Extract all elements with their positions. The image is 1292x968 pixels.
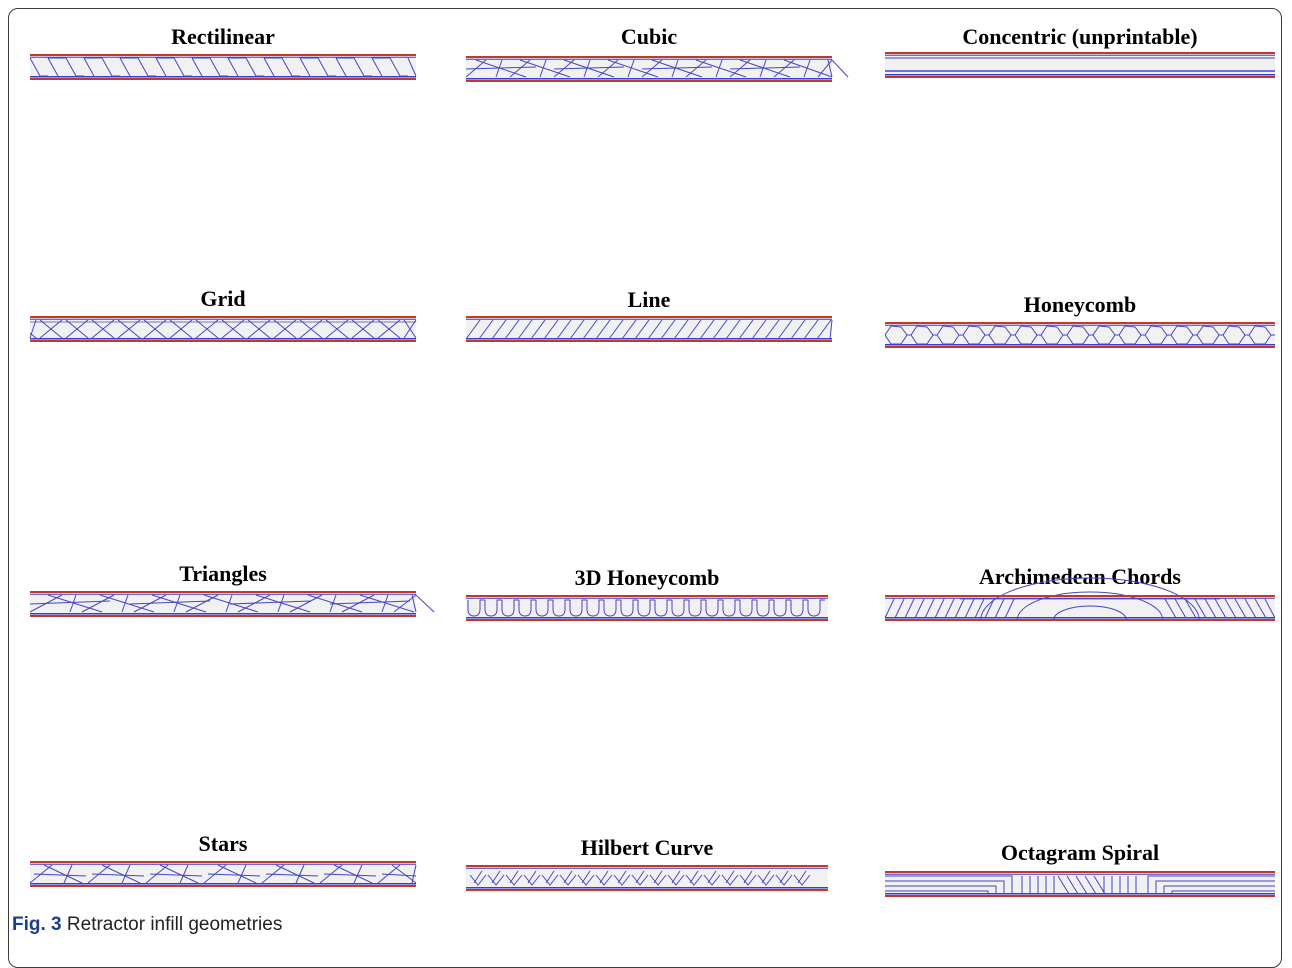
panel-title-concentric: Concentric (unprintable) [962,24,1197,49]
concentric-infill-pattern [885,57,1275,72]
octagram-spiral-infill-pattern [885,875,1275,895]
panel-title-honeycomb-3d: 3D Honeycomb [575,565,720,590]
figure-caption: Fig. 3 Retractor infill geometries [12,914,282,936]
strip-background [30,55,416,79]
panel-title-cubic: Cubic [621,24,677,49]
honeycomb-3d-infill-pattern [467,599,825,617]
triangles-infill-pattern [29,594,435,613]
infill-panel-hilbert-curve: Hilbert Curve [466,835,828,891]
infill-panel-rectilinear: Rectilinear [29,24,417,80]
panel-title-hilbert-curve: Hilbert Curve [581,835,714,860]
hilbert-curve-infill-pattern [469,870,811,886]
infill-figure: Rectilinear Cubic Concentric (unprintable)… [29,24,1276,897]
panel-title-honeycomb: Honeycomb [1024,292,1136,317]
infill-panel-stars: Stars [29,831,417,887]
line-infill-pattern [465,319,833,340]
grid-infill-pattern [29,319,417,339]
infill-panel-grid: Grid [29,286,417,342]
infill-panel-octagram-spiral: Octagram Spiral [885,840,1275,897]
infill-panel-archimedean-chords: Archimedean Chords [884,564,1276,621]
strip-background [466,866,828,890]
panel-title-rectilinear: Rectilinear [171,24,275,49]
cubic-infill-pattern [465,59,849,78]
panel-title-line: Line [628,287,671,312]
stars-infill-pattern [29,864,417,884]
strip-background [885,53,1275,77]
panel-title-octagram-spiral: Octagram Spiral [1001,840,1159,865]
strip-background [30,592,416,616]
caption-text: Retractor infill geometries [66,914,283,935]
archimedean-chords-infill-pattern [884,577,1276,621]
panel-title-triangles: Triangles [179,561,267,586]
panel-title-stars: Stars [199,831,248,856]
rectilinear-infill-pattern [29,57,417,77]
panel-title-archimedean-chords: Archimedean Chords [979,564,1181,589]
caption-label: Fig. 3 [12,914,62,935]
infill-panel-line: Line [465,287,833,342]
infill-panel-concentric: Concentric (unprintable) [885,24,1275,78]
infill-panel-honeycomb-3d: 3D Honeycomb [466,565,828,621]
infill-panel-triangles: Triangles [29,561,435,617]
infill-panel-cubic: Cubic [465,24,849,82]
honeycomb-infill-pattern [884,325,1275,345]
panel-title-grid: Grid [200,286,245,311]
infill-panel-honeycomb: Honeycomb [884,292,1275,348]
